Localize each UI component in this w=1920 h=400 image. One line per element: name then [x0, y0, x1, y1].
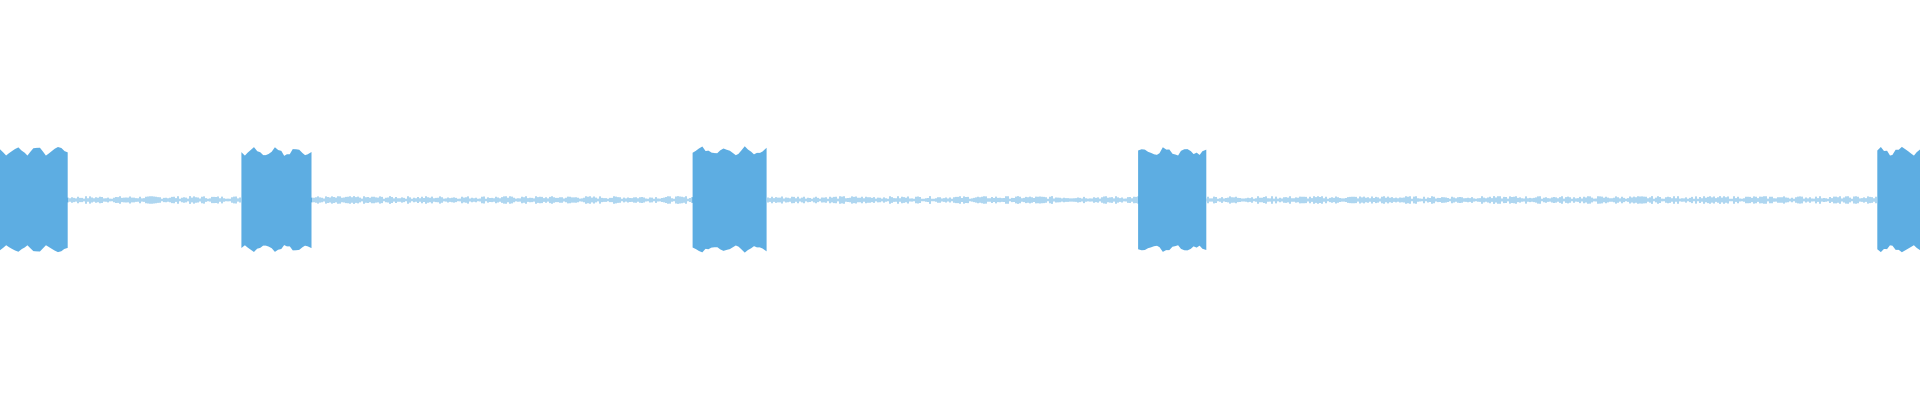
- waveform-burst: [1138, 147, 1207, 252]
- waveform-baseline: [0, 196, 1920, 204]
- waveform-baseline-trace: [0, 196, 1920, 204]
- waveform-burst: [0, 146, 68, 253]
- waveform-burst: [1877, 146, 1920, 253]
- waveform-burst: [692, 146, 767, 253]
- waveform-burst: [241, 147, 312, 252]
